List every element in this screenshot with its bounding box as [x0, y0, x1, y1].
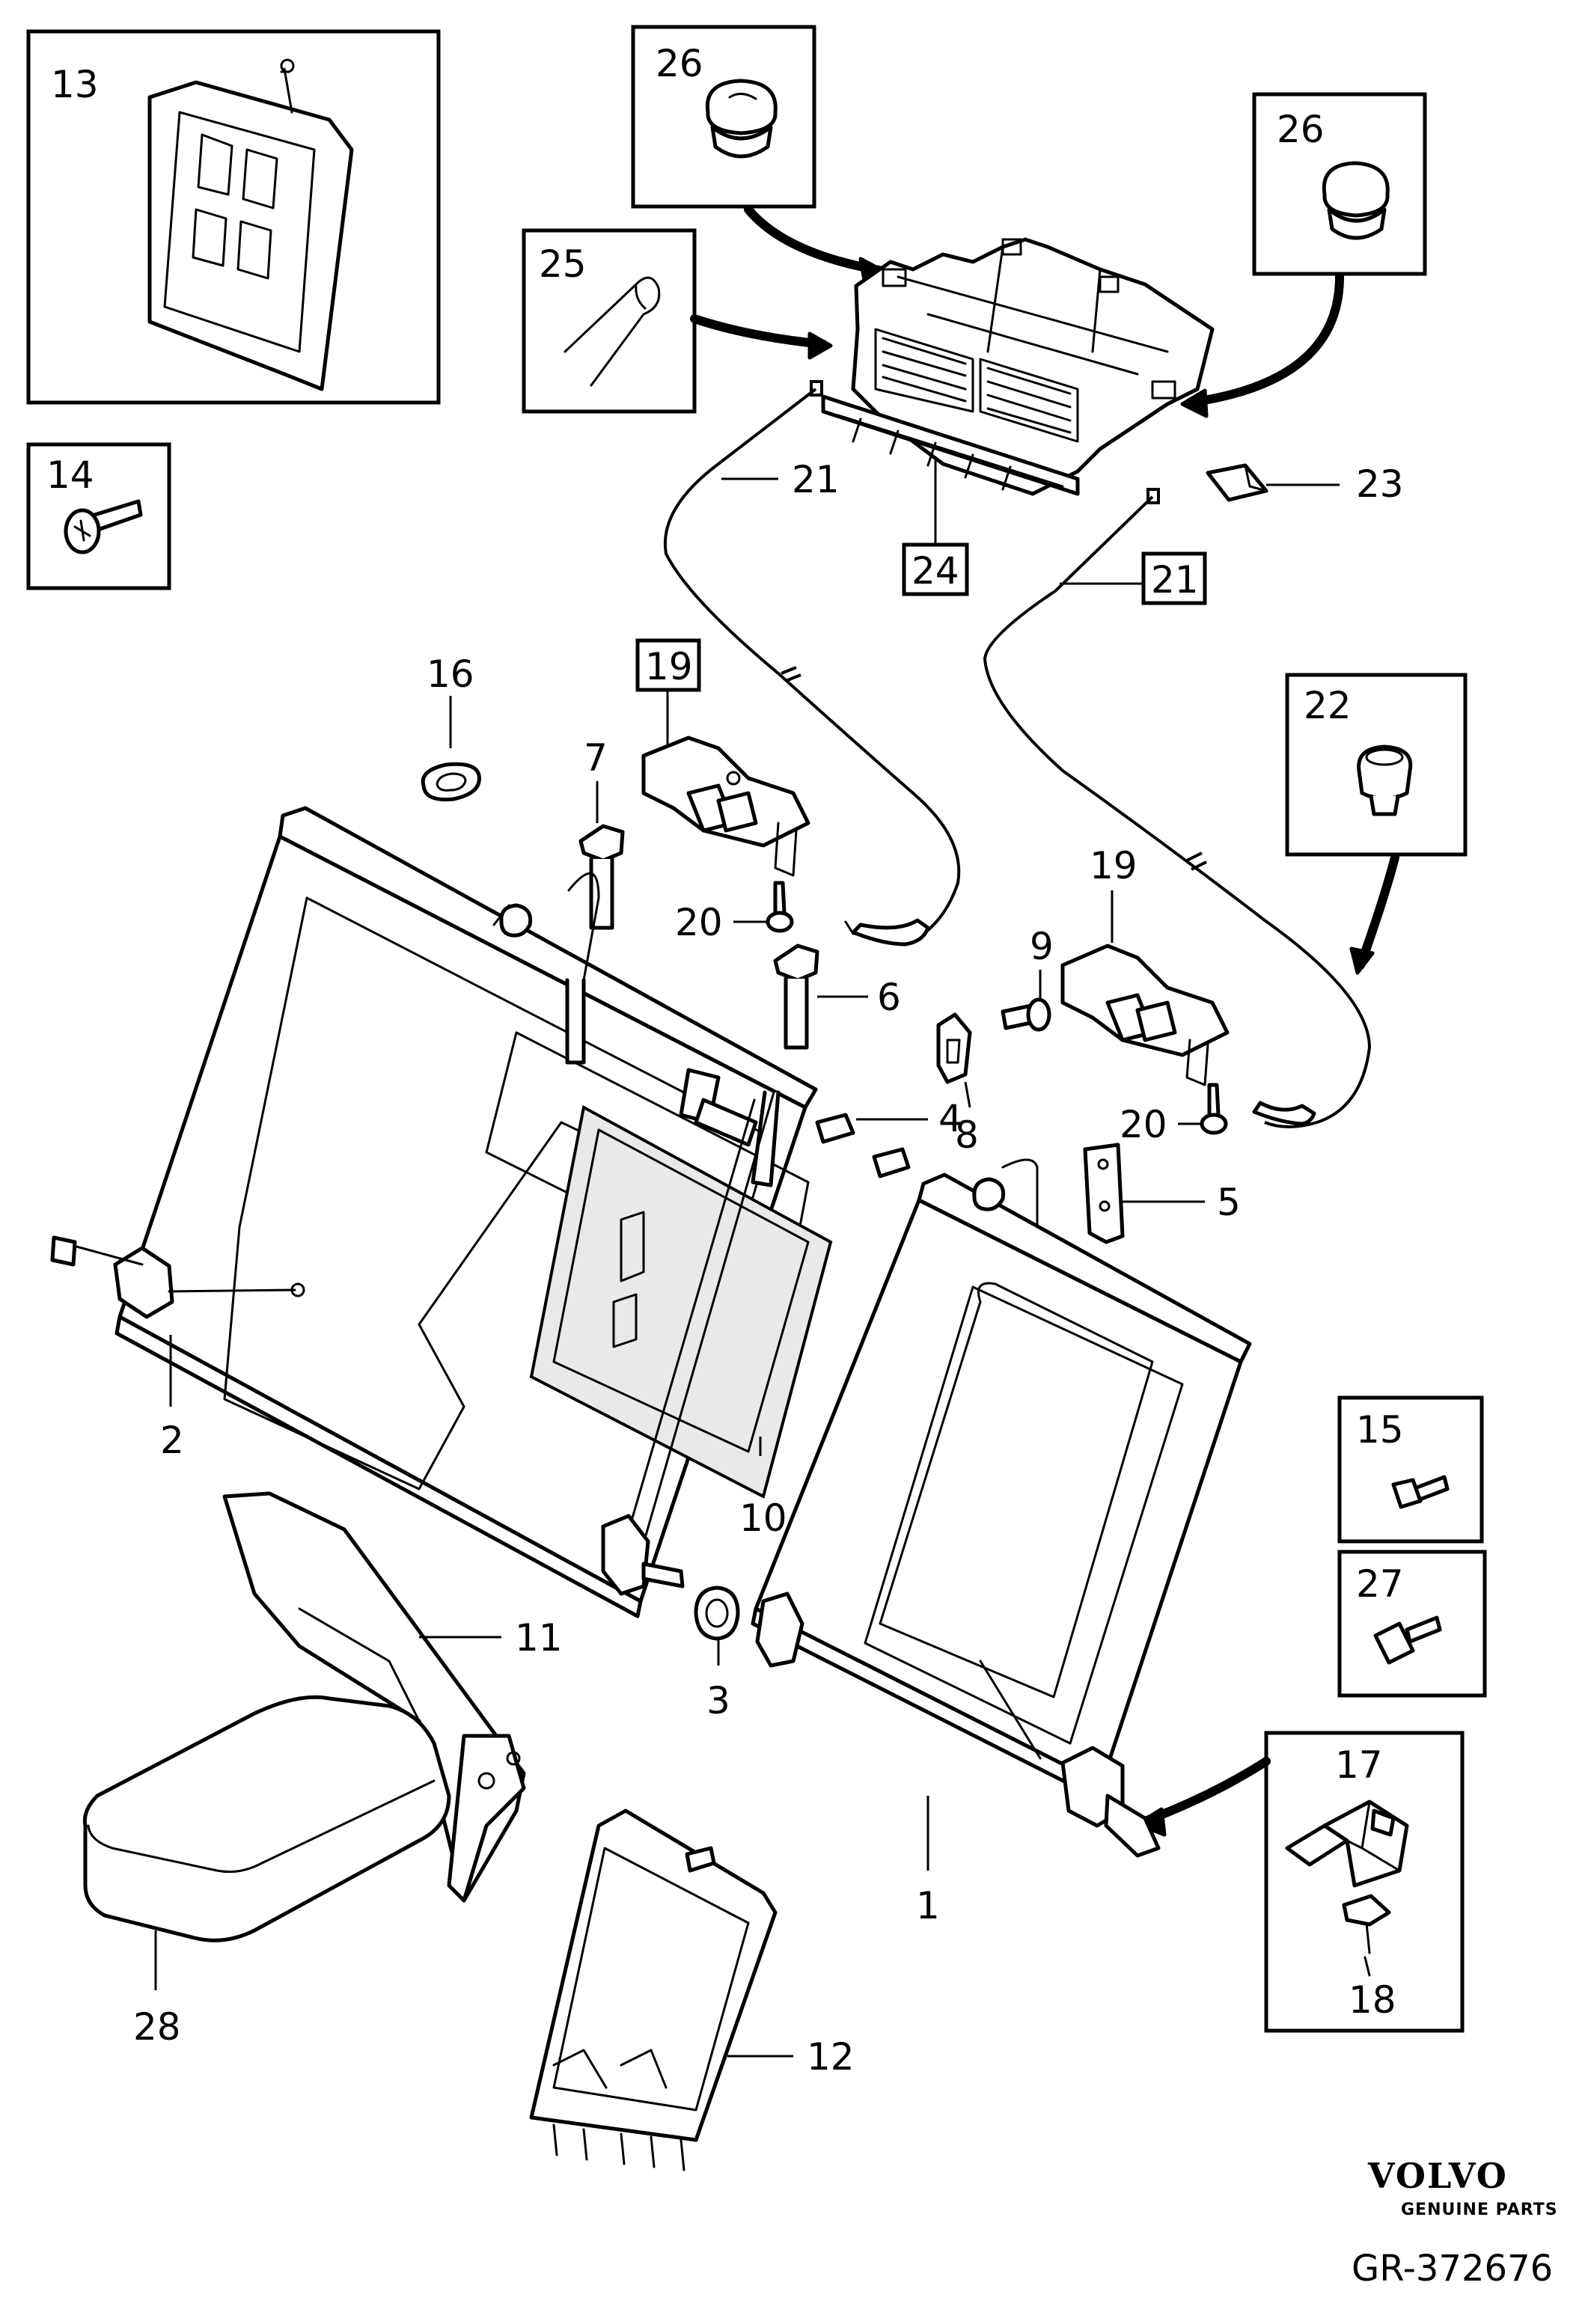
label-5: 5: [1217, 1181, 1241, 1224]
bolt-9-part: [1001, 997, 1051, 1032]
ring-16-part: [421, 762, 481, 802]
label-23: 23: [1356, 462, 1404, 506]
cap-4-part: [815, 1113, 911, 1178]
label-20b: 20: [1120, 1103, 1167, 1146]
cable-21-right: [983, 488, 1372, 1128]
callout-22: 22: [1285, 673, 1468, 857]
label-13: 13: [51, 63, 99, 106]
bolt-27-part: [1373, 1615, 1442, 1665]
screw-20b-part: [1200, 1083, 1228, 1135]
backrest-frame-2-part: [50, 806, 833, 1618]
label-box-21b: 21: [1141, 551, 1207, 605]
label-26a: 26: [656, 42, 703, 85]
guide-6-part: [773, 944, 819, 1050]
callout-14: 14: [26, 442, 171, 590]
leader-8: [964, 1081, 971, 1108]
label-28: 28: [133, 2005, 181, 2049]
label-box-24: 24: [902, 542, 969, 596]
backrest-frame-1-part: [751, 1158, 1252, 1858]
label-19b: 19: [1090, 844, 1137, 887]
genuine-parts-tagline: GENUINE PARTS: [1401, 2201, 1558, 2219]
cushion-28-part: [82, 1695, 451, 1942]
latch-19b-part: [1060, 944, 1230, 1086]
volvo-logo: VOLVO GENUINE PARTS: [1367, 2156, 1558, 2219]
label-21a: 21: [792, 458, 840, 501]
label-22: 22: [1304, 684, 1352, 727]
callout-arrows: [690, 205, 1399, 1837]
label-14: 14: [46, 453, 94, 497]
label-16: 16: [427, 652, 474, 696]
label-27: 27: [1356, 1562, 1404, 1606]
callout-15: 15: [1337, 1395, 1484, 1544]
figure-code: GR-372676: [1352, 2248, 1553, 2290]
strap-5-part: [1083, 1143, 1125, 1244]
latch-19a-part: [641, 736, 810, 877]
callout-26a: 26: [631, 25, 816, 209]
console-24-part: [821, 237, 1215, 496]
label-18: 18: [1349, 1978, 1396, 2022]
label-2: 2: [160, 1419, 184, 1462]
label-6: 6: [877, 976, 901, 1019]
label-3: 3: [706, 1679, 730, 1722]
push-clip-26a-part: [705, 79, 778, 159]
clip-18-part: [1342, 1894, 1391, 1954]
label-1: 1: [916, 1884, 940, 1927]
label-19a: 19: [645, 645, 693, 688]
back-panel-12-part: [529, 1808, 778, 2171]
leader-18: [1364, 1956, 1371, 1977]
spring-clip-25-part: [564, 276, 661, 387]
label-26b: 26: [1277, 108, 1325, 151]
clip-23-part: [1206, 463, 1268, 502]
callout-25: 25: [522, 228, 697, 414]
label-7: 7: [584, 736, 608, 780]
label-11: 11: [515, 1616, 563, 1660]
label-10: 10: [739, 1496, 787, 1540]
label-21b: 21: [1151, 558, 1199, 602]
label-12: 12: [807, 2035, 855, 2079]
callout-17-18: 17 18: [1264, 1731, 1465, 2033]
label-box-19: 19: [635, 638, 701, 692]
bolt-15-part: [1391, 1475, 1450, 1509]
label-9: 9: [1030, 925, 1054, 968]
washer-3-part: [694, 1585, 740, 1641]
callout-26b: 26: [1252, 92, 1427, 276]
grommet-22-part: [1357, 744, 1413, 816]
label-25: 25: [539, 242, 587, 286]
label-15: 15: [1356, 1408, 1404, 1452]
label-17: 17: [1335, 1743, 1383, 1787]
callout-13: 13: [26, 29, 441, 405]
screw-20a-part: [766, 881, 794, 933]
label-20a: 20: [675, 901, 723, 944]
push-clip-26b-part: [1322, 161, 1390, 240]
guide-7-part: [578, 824, 625, 930]
bracket-8-part: [936, 1012, 972, 1084]
callout-27: 27: [1337, 1550, 1487, 1698]
label-24: 24: [911, 549, 959, 593]
label-8: 8: [955, 1113, 979, 1157]
label-4: 4: [938, 1097, 962, 1140]
volvo-wordmark: VOLVO: [1367, 2156, 1508, 2196]
cable-21-left: [663, 380, 961, 947]
screw-14-part: [64, 499, 143, 554]
backrest-panel-part: [147, 58, 354, 391]
latch-17-part: [1285, 1799, 1409, 1888]
